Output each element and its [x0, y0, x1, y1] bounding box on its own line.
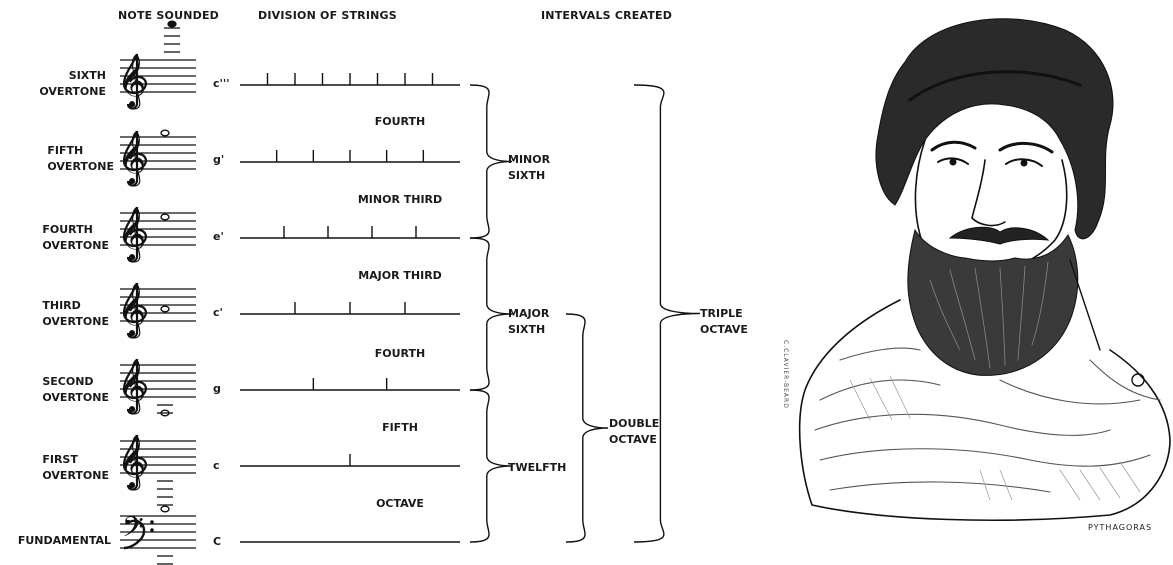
pythagoras-portrait — [800, 19, 1170, 520]
brace-minor-sixth — [470, 85, 512, 238]
note-head — [168, 21, 176, 27]
portrait-signature: PYTHAGORAS — [1088, 523, 1152, 532]
portrait-brows — [932, 142, 1052, 152]
portrait-beard — [908, 230, 1078, 375]
portrait-robe-hatching — [850, 376, 1140, 500]
portrait-artist-credit: C.CLAVIER-BEARD — [782, 340, 789, 409]
staff: 𝄞 — [119, 206, 196, 262]
staff: 𝄞 — [119, 21, 196, 109]
string-line — [240, 454, 460, 466]
portrait-moustache — [950, 227, 1048, 244]
staff-group: 𝄞𝄞𝄞𝄞𝄞𝄞𝄢 — [119, 21, 196, 565]
note-head — [161, 306, 169, 312]
brace-major-sixth — [470, 238, 512, 390]
string-group — [240, 73, 460, 542]
staff: 𝄢 — [120, 511, 196, 565]
note-head — [161, 214, 169, 220]
staff: 𝄞 — [119, 282, 196, 338]
string-line — [240, 73, 460, 85]
note-head — [161, 130, 169, 136]
string-line — [240, 226, 460, 238]
string-line — [240, 302, 460, 314]
brace-double-octave — [566, 314, 608, 542]
staff: 𝄞 — [119, 434, 196, 512]
portrait-hair — [876, 19, 1113, 239]
staff: 𝄞 — [119, 130, 196, 186]
note-head — [161, 506, 169, 512]
string-line — [240, 378, 460, 390]
portrait-brooch — [1132, 374, 1144, 386]
brace-twelfth — [470, 390, 512, 542]
staff: 𝄞 — [119, 358, 196, 416]
brace-triple-octave — [634, 85, 700, 542]
string-line — [240, 150, 460, 162]
portrait-nose — [972, 160, 1005, 225]
brace-group — [470, 85, 700, 542]
